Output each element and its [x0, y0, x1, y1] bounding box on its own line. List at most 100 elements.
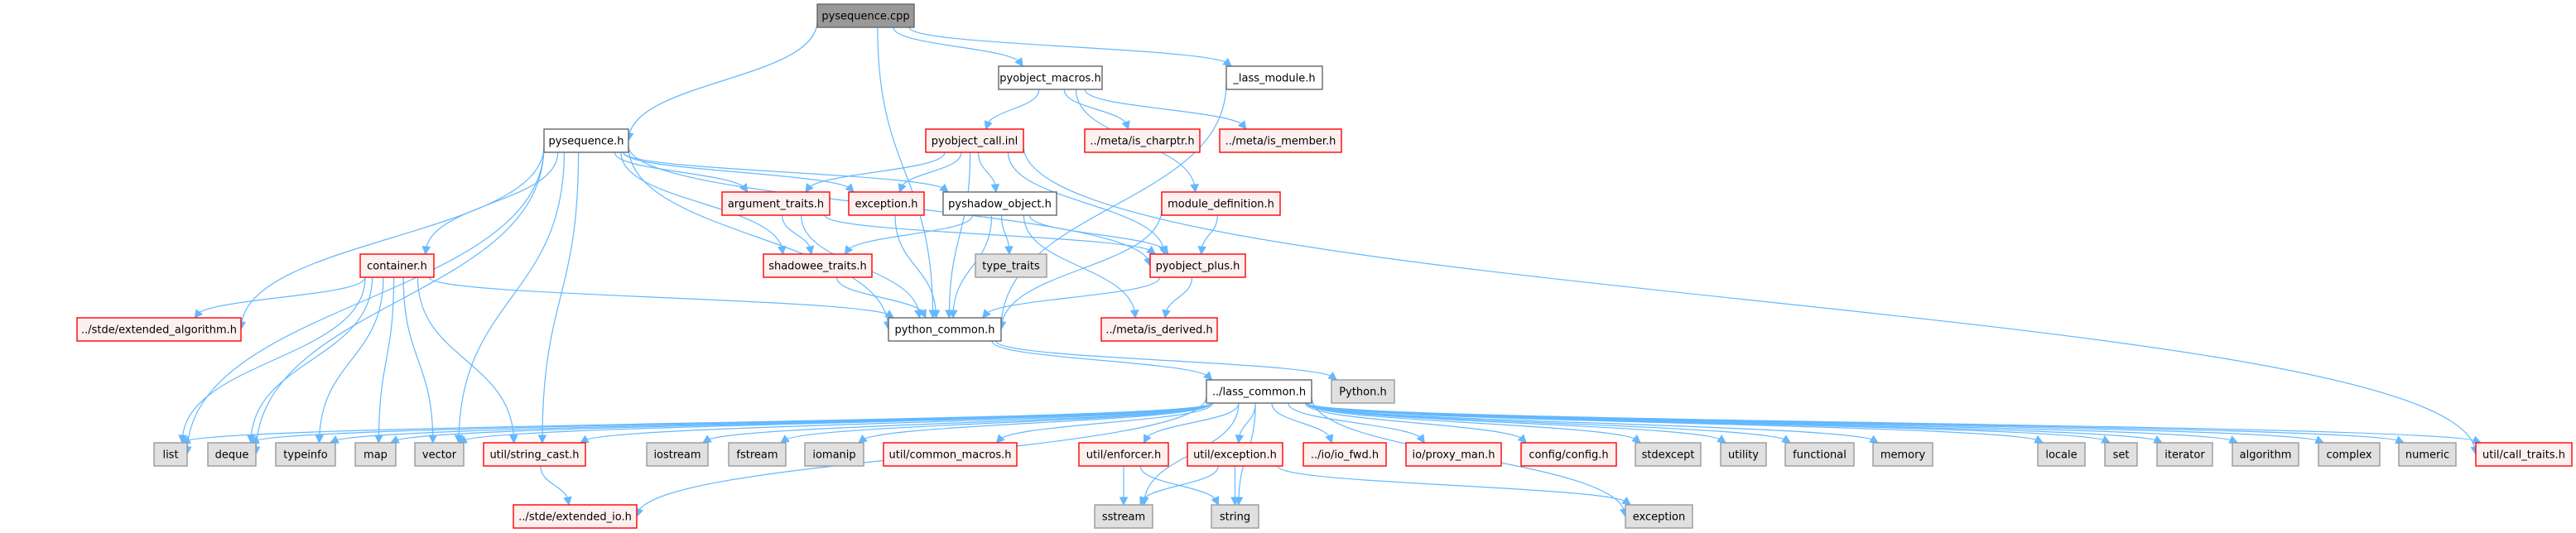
node-util-exception[interactable]: util/exception.h: [1187, 442, 1283, 467]
node-locale[interactable]: locale: [2037, 442, 2086, 467]
node-box[interactable]: [1100, 317, 1218, 342]
node-box[interactable]: [153, 442, 188, 467]
node-pyobject-call[interactable]: pyobject_call.inl: [925, 128, 1024, 153]
node-box[interactable]: [2232, 442, 2299, 467]
node-pysequence-cpp[interactable]: pysequence.cpp: [816, 3, 915, 28]
node-map[interactable]: map: [354, 442, 397, 467]
node-box[interactable]: [1078, 442, 1169, 467]
node-lass-module[interactable]: _lass_module.h: [1225, 65, 1323, 90]
node-string[interactable]: string: [1211, 504, 1259, 529]
node-sstream[interactable]: sstream: [1094, 504, 1153, 529]
node-box[interactable]: [1187, 442, 1283, 467]
node-box[interactable]: [359, 253, 435, 278]
node-box[interactable]: [2398, 442, 2457, 467]
node-python-common[interactable]: python_common.h: [888, 317, 1002, 342]
node-box[interactable]: [1225, 65, 1323, 90]
node-python-h[interactable]: Python.h: [1331, 379, 1395, 404]
node-pyobject-macros[interactable]: pyobject_macros.h: [998, 65, 1103, 90]
node-box[interactable]: [888, 317, 1002, 342]
node-box[interactable]: [354, 442, 397, 467]
node-box[interactable]: [1302, 442, 1387, 467]
node-box[interactable]: [1635, 442, 1702, 467]
node-string-cast[interactable]: util/string_cast.h: [483, 442, 586, 467]
node-box[interactable]: [1149, 253, 1246, 278]
node-list[interactable]: list: [153, 442, 188, 467]
node-call-traits[interactable]: util/call_traits.h: [2475, 442, 2573, 467]
node-std-exception[interactable]: exception: [1625, 504, 1693, 529]
node-pysequence-h[interactable]: pysequence.h: [543, 128, 629, 153]
node-box[interactable]: [1211, 504, 1259, 529]
node-box[interactable]: [1405, 442, 1502, 467]
node-box[interactable]: [2104, 442, 2138, 467]
node-iomanip[interactable]: iomanip: [804, 442, 864, 467]
node-complex[interactable]: complex: [2318, 442, 2381, 467]
node-box[interactable]: [1331, 379, 1395, 404]
node-box[interactable]: [275, 442, 336, 467]
node-is-derived[interactable]: ../meta/is_derived.h: [1100, 317, 1218, 342]
node-stdexcept[interactable]: stdexcept: [1635, 442, 1702, 467]
node-box[interactable]: [998, 65, 1103, 90]
node-box[interactable]: [543, 128, 629, 153]
node-shadowee-traits[interactable]: shadowee_traits.h: [763, 253, 873, 278]
node-box[interactable]: [1219, 128, 1342, 153]
node-box[interactable]: [763, 253, 873, 278]
node-iostream[interactable]: iostream: [646, 442, 709, 467]
node-box[interactable]: [513, 504, 638, 529]
node-box[interactable]: [1206, 379, 1312, 404]
node-box[interactable]: [1084, 128, 1201, 153]
node-exception-h[interactable]: exception.h: [848, 191, 925, 216]
node-box[interactable]: [1161, 191, 1281, 216]
node-utility[interactable]: utility: [1720, 442, 1767, 467]
node-box[interactable]: [816, 3, 915, 28]
node-box[interactable]: [646, 442, 709, 467]
node-box[interactable]: [2318, 442, 2381, 467]
node-container[interactable]: container.h: [359, 253, 435, 278]
node-box[interactable]: [483, 442, 586, 467]
node-box[interactable]: [975, 253, 1047, 278]
node-vector[interactable]: vector: [414, 442, 465, 467]
node-algorithm[interactable]: algorithm: [2232, 442, 2299, 467]
node-common-macros[interactable]: util/common_macros.h: [883, 442, 1018, 467]
node-is-charptr[interactable]: ../meta/is_charptr.h: [1084, 128, 1201, 153]
node-box[interactable]: [1520, 442, 1617, 467]
node-numeric[interactable]: numeric: [2398, 442, 2457, 467]
node-iterator[interactable]: iterator: [2156, 442, 2213, 467]
node-box[interactable]: [1872, 442, 1933, 467]
node-box[interactable]: [883, 442, 1018, 467]
node-box[interactable]: [414, 442, 465, 467]
node-functional[interactable]: functional: [1784, 442, 1855, 467]
node-box[interactable]: [848, 191, 925, 216]
node-is-member[interactable]: ../meta/is_member.h: [1219, 128, 1342, 153]
node-type-traits[interactable]: type_traits: [975, 253, 1047, 278]
node-box[interactable]: [2037, 442, 2086, 467]
node-box[interactable]: [1094, 504, 1153, 529]
node-config[interactable]: config/config.h: [1520, 442, 1617, 467]
node-box[interactable]: [804, 442, 864, 467]
node-extended-algorithm[interactable]: ../stde/extended_algorithm.h: [76, 317, 242, 342]
node-memory[interactable]: memory: [1872, 442, 1933, 467]
node-set[interactable]: set: [2104, 442, 2138, 467]
node-box[interactable]: [207, 442, 257, 467]
node-extended-io[interactable]: ../stde/extended_io.h: [513, 504, 638, 529]
node-box[interactable]: [1625, 504, 1693, 529]
node-enforcer[interactable]: util/enforcer.h: [1078, 442, 1169, 467]
node-argument-traits[interactable]: argument_traits.h: [721, 191, 831, 216]
node-pyshadow-object[interactable]: pyshadow_object.h: [942, 191, 1057, 216]
node-typeinfo[interactable]: typeinfo: [275, 442, 336, 467]
node-pyobject-plus[interactable]: pyobject_plus.h: [1149, 253, 1246, 278]
node-proxy-man[interactable]: io/proxy_man.h: [1405, 442, 1502, 467]
node-fstream[interactable]: fstream: [728, 442, 787, 467]
node-box[interactable]: [925, 128, 1024, 153]
node-box[interactable]: [728, 442, 787, 467]
node-box[interactable]: [76, 317, 242, 342]
node-box[interactable]: [2156, 442, 2213, 467]
node-io-fwd[interactable]: ../io/io_fwd.h: [1302, 442, 1387, 467]
node-box[interactable]: [1784, 442, 1855, 467]
node-box[interactable]: [721, 191, 831, 216]
node-deque[interactable]: deque: [207, 442, 257, 467]
node-lass-common[interactable]: ../lass_common.h: [1206, 379, 1312, 404]
node-module-definition[interactable]: module_definition.h: [1161, 191, 1281, 216]
node-box[interactable]: [2475, 442, 2573, 467]
node-box[interactable]: [1720, 442, 1767, 467]
node-box[interactable]: [942, 191, 1057, 216]
